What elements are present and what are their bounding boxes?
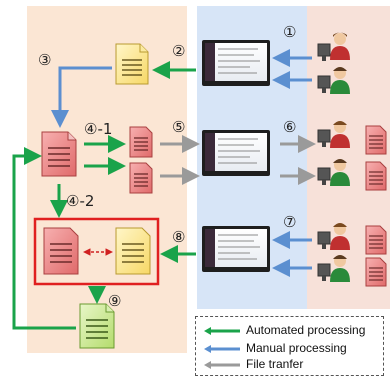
legend-item-manual: Manual processing [196,341,385,357]
step-label-5: ⑤ [172,118,186,136]
legend-automated-label: Automated processing [246,323,366,337]
user-document-icon-4 [365,257,387,287]
step-label-7: ⑦ [283,213,297,231]
user-document-icon-3 [365,225,387,255]
legend-item-transfer: File tranfer [196,357,385,373]
user-at-computer-icon-2 [317,67,350,94]
legend-transfer-arrow-icon [204,361,240,369]
red-document-large-icon [41,131,77,177]
user-at-computer-icon-3 [317,121,350,148]
user-at-computer-icon-4 [317,159,350,186]
monitor-icon-1 [202,40,270,86]
step-label-2: ② [172,42,186,60]
manual-arrow-3 [51,66,112,128]
step-label-9: ⑨ [108,292,122,310]
user-at-computer-icon-6 [317,255,350,282]
legend-transfer-label: File tranfer [246,357,304,371]
step-label-4-1: ④-1 [84,120,113,138]
user-document-icon-1 [365,125,387,155]
step-label-8: ⑧ [172,228,186,246]
monitor-icon-3 [202,226,270,272]
monitor-icon-2 [202,130,270,176]
step-label-1: ① [283,23,297,41]
legend-automated-arrow-icon [204,327,240,335]
step-label-4-2: ④-2 [66,192,95,210]
green-document-icon [79,303,115,349]
legend-manual-label: Manual processing [246,341,347,355]
legend-item-automated: Automated processing [196,323,385,339]
red-document-small-icon-1 [129,126,153,158]
comparison-highlight-box [33,217,160,286]
step-label-6: ⑥ [283,118,297,136]
automated-feedback-arrow [12,147,76,330]
user-at-computer-icon-5 [317,223,350,250]
red-document-compare-icon [43,227,79,275]
step-label-3: ③ [38,51,52,69]
yellow-document-compare-icon [115,227,151,275]
red-document-small-icon-2 [129,162,153,194]
user-document-icon-2 [365,161,387,191]
user-at-computer-icon-1 [317,32,350,61]
yellow-document-icon [115,43,149,85]
legend: Automated processing Manual processing F… [195,316,384,376]
legend-manual-arrow-icon [204,345,240,353]
